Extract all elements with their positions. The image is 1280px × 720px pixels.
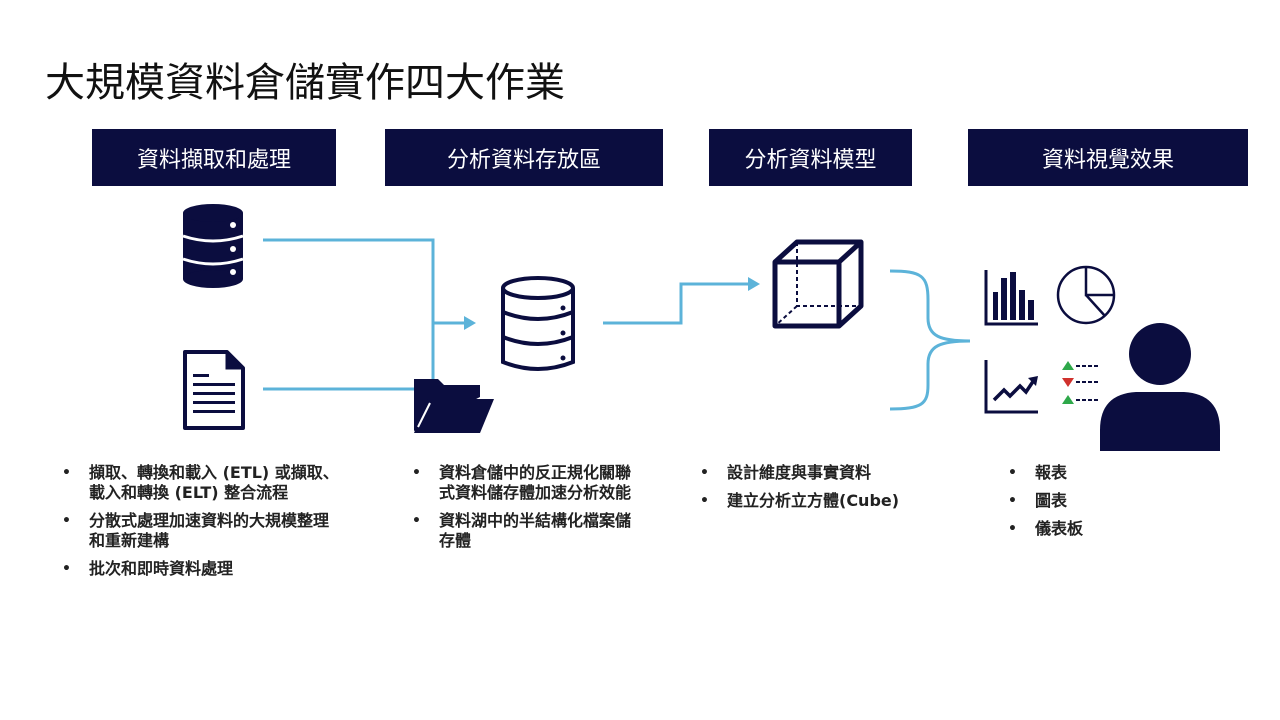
list-item: 報表	[1008, 463, 1158, 483]
connector-storage-to-model	[603, 282, 750, 325]
stage-header-ingestion: 資料擷取和處理	[92, 129, 336, 186]
person-icon	[1100, 323, 1220, 451]
bar-chart-icon	[984, 270, 1038, 326]
stage-bullets-model: 設計維度與事實資料 建立分析立方體(Cube)	[700, 463, 940, 519]
line-chart-icon	[984, 360, 1038, 414]
document-icon	[183, 350, 245, 430]
page-title: 大規模資料倉儲實作四大作業	[45, 60, 565, 106]
stage-header-storage: 分析資料存放區	[385, 129, 663, 186]
list-item: 擷取、轉換和載入 (ETL) 或擷取、 載入和轉換 (ELT) 整合流程	[62, 463, 392, 503]
database-icon	[182, 204, 244, 288]
arrowhead-icon	[748, 277, 760, 291]
arrowhead-icon	[464, 316, 476, 330]
pie-chart-icon	[1056, 265, 1116, 325]
list-item: 儀表板	[1008, 519, 1158, 539]
list-item: 分散式處理加速資料的大規模整理 和重新建構	[62, 511, 392, 551]
list-item: 資料倉儲中的反正規化關聯 式資料儲存體加速分析效能	[412, 463, 682, 503]
connector-model-to-visuals-brace	[889, 269, 971, 411]
list-item: 設計維度與事實資料	[700, 463, 940, 483]
stage-bullets-storage: 資料倉儲中的反正規化關聯 式資料儲存體加速分析效能 資料湖中的半結構化檔案儲 存…	[412, 463, 682, 559]
stage-header-model: 分析資料模型	[709, 129, 912, 186]
stage-bullets-ingestion: 擷取、轉換和載入 (ETL) 或擷取、 載入和轉換 (ELT) 整合流程 分散式…	[62, 463, 392, 587]
list-item: 建立分析立方體(Cube)	[700, 491, 940, 511]
list-item: 批次和即時資料處理	[62, 559, 392, 579]
cube-icon	[772, 239, 864, 329]
connector-document-to-storage	[263, 323, 435, 391]
folder-icon	[414, 379, 494, 433]
connector-lines	[263, 238, 971, 411]
stage-header-visualization: 資料視覺效果	[968, 129, 1248, 186]
list-item: 資料湖中的半結構化檔案儲 存體	[412, 511, 682, 551]
kpi-icon	[1062, 361, 1098, 404]
list-item: 圖表	[1008, 491, 1158, 511]
stage-bullets-visualization: 報表 圖表 儀表板	[1008, 463, 1158, 547]
connector-database-to-storage	[263, 238, 466, 325]
database-icon	[501, 276, 575, 371]
